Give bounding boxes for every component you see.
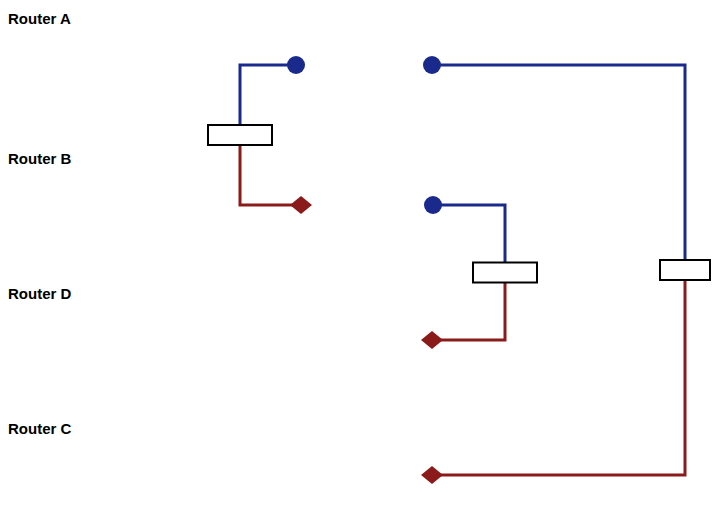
dce-end <box>421 331 443 349</box>
router-chassis: Router B <box>5 148 705 243</box>
serial-cable <box>208 56 312 214</box>
dte-end <box>424 196 442 214</box>
router-label: Router C <box>5 418 74 439</box>
dce-end <box>421 466 443 484</box>
router-illustration <box>5 45 705 103</box>
dte-end <box>287 56 305 74</box>
router-illustration <box>5 455 705 513</box>
dte-end <box>423 56 441 74</box>
serial-cable <box>421 56 710 484</box>
serial-cable <box>421 196 537 349</box>
router-label: Router A <box>5 8 74 29</box>
router-label: Router D <box>5 283 74 304</box>
cable-connector <box>660 260 710 280</box>
router-illustration <box>5 320 705 378</box>
dce-cable <box>432 270 685 475</box>
cable-connector <box>473 263 537 283</box>
dce-end <box>290 196 312 214</box>
router-chassis: Router A <box>5 8 705 103</box>
dte-cable <box>432 65 685 270</box>
router-label: Router B <box>5 148 74 169</box>
cable-connector <box>208 125 272 145</box>
router-illustration <box>5 185 705 243</box>
router-chassis: Router C <box>5 418 705 513</box>
router-chassis: Router D <box>5 283 705 378</box>
